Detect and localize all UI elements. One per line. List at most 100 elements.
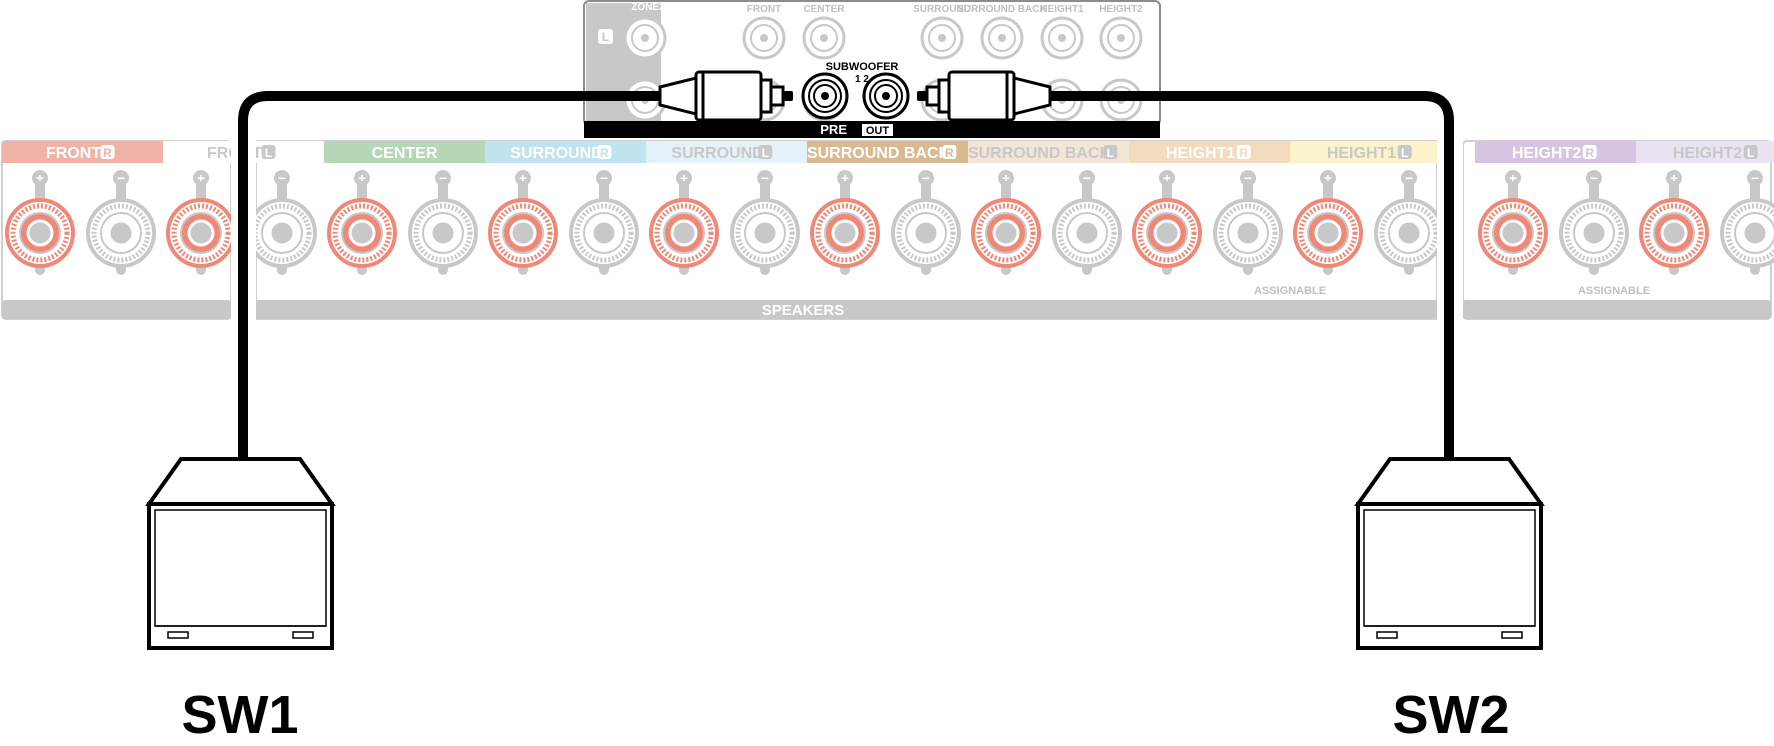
terminal-knurl [1379, 203, 1439, 263]
terminal-knurl [1298, 203, 1358, 263]
minus-terminal: − [1213, 170, 1283, 275]
plus-terminal: + [1293, 170, 1363, 275]
plus-terminal: + [810, 170, 880, 275]
terminal-symbol-text: + [519, 170, 527, 186]
minus-terminal: − [891, 170, 961, 275]
preout-jack-pin [938, 34, 946, 42]
terminal-symbol-text: + [1670, 170, 1678, 186]
terminal-symbol-text: − [1083, 170, 1091, 186]
channel-side-badge-text: R [103, 146, 112, 160]
preout-jack-inner [1048, 24, 1076, 52]
terminal-symbol-text: − [600, 170, 608, 186]
plus-symbol-icon [1666, 170, 1682, 186]
plus-symbol-icon [32, 170, 48, 186]
terminal-center [107, 219, 135, 247]
terminal-knurl [1483, 203, 1543, 263]
front-r-bar [2, 300, 231, 319]
terminal-symbol-text: − [117, 170, 125, 186]
terminal-center [1314, 219, 1342, 247]
preout-jack-pin [760, 34, 768, 42]
minus-symbol-icon [435, 170, 451, 186]
plus-terminal: + [649, 170, 719, 275]
plus-terminal: + [5, 170, 75, 275]
rca-plug-right [917, 70, 1052, 122]
minus-terminal: − [569, 170, 639, 275]
minus-terminal: − [1720, 170, 1774, 275]
terminal-symbol-text: + [1163, 170, 1171, 186]
plus-terminal: + [488, 170, 558, 275]
subwoofer-sw1 [145, 457, 336, 650]
preout-jack-inner [928, 24, 956, 52]
terminal-knurl [91, 203, 151, 263]
channel-header-label: FRONT [46, 145, 101, 162]
terminal-center [992, 219, 1020, 247]
terminal-symbol-text: + [680, 170, 688, 186]
terminal-knurl [171, 203, 231, 263]
terminal-knurl [1564, 203, 1624, 263]
channel-header-label: HEIGHT1 [1166, 145, 1235, 162]
terminal-center [1234, 219, 1262, 247]
channel-header-label: HEIGHT2 [1673, 145, 1742, 162]
channel-side-badge [1236, 145, 1251, 159]
minus-terminal: − [1559, 170, 1629, 275]
terminal-center [26, 219, 54, 247]
terminal-symbol-text: − [1405, 170, 1413, 186]
terminal-symbol-text: + [1002, 170, 1010, 186]
terminal-knurl [976, 203, 1036, 263]
terminal-center [751, 219, 779, 247]
channel-side-badge-text: L [762, 146, 769, 160]
plus-symbol-icon [354, 170, 370, 186]
channel-side-badge [1582, 145, 1597, 159]
minus-symbol-icon [274, 170, 290, 186]
minus-terminal: − [1052, 170, 1122, 275]
terminal-center [268, 219, 296, 247]
plus-symbol-icon [837, 170, 853, 186]
terminal-center [1580, 219, 1608, 247]
terminal-knurl [1644, 203, 1704, 263]
terminal-center [1499, 219, 1527, 247]
minus-symbol-icon [1240, 170, 1256, 186]
terminal-symbol-text: − [439, 170, 447, 186]
terminal-center [1660, 219, 1688, 247]
subwoofer-label: SUBWOOFER [826, 61, 899, 73]
channel-side-badge-text: R [945, 146, 954, 160]
terminal-symbol-text: + [197, 170, 205, 186]
terminal-knurl [896, 203, 956, 263]
pre-label: PRE [820, 122, 847, 137]
channel-header-label: HEIGHT1 [1327, 145, 1396, 162]
preout-jack-label: SURROUND [913, 4, 971, 15]
preout-jack-inner [810, 24, 838, 52]
channel-header-bg [324, 141, 485, 163]
channel-headers: FRONTRFRONTLCENTERSURROUNDRSURROUNDLSURR… [2, 141, 1774, 163]
terminal-knurl [332, 203, 392, 263]
channel-side-badge [1397, 145, 1412, 159]
terminal-center [831, 219, 859, 247]
channel-side-badge-text: L [1107, 146, 1114, 160]
terminal-knurl [493, 203, 553, 263]
plus-terminal: + [327, 170, 397, 275]
terminal-knurl [735, 203, 795, 263]
terminal-symbol-text: − [922, 170, 930, 186]
minus-symbol-icon [918, 170, 934, 186]
subwoofer-numbers: 1 2 [855, 74, 869, 85]
channel-header-bg [968, 141, 1129, 163]
terminal-center [1073, 219, 1101, 247]
minus-terminal: − [86, 170, 156, 275]
channel-side-badge-text: R [1585, 146, 1594, 160]
minus-symbol-icon [1401, 170, 1417, 186]
preout-jack-inner [631, 24, 659, 52]
channel-header-label: CENTER [372, 145, 438, 162]
terminal-center [912, 219, 940, 247]
channel-header-bg [807, 141, 968, 163]
terminal-center [187, 219, 215, 247]
channel-side-badge [597, 145, 612, 159]
channel-header-bg [1636, 141, 1774, 163]
terminal-symbol-text: − [761, 170, 769, 186]
speaker-terminals: +−+−+−+−+−+−+−+−+−+−+− [5, 170, 1774, 275]
